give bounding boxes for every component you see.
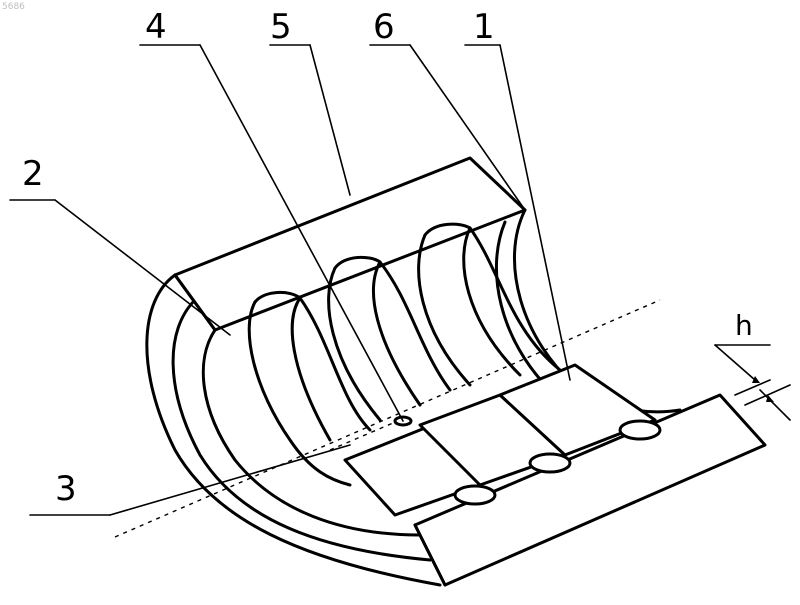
leader-5 — [310, 45, 350, 195]
label-6: 6 — [373, 7, 395, 47]
leader-3 — [110, 445, 350, 515]
pad-lobe-left — [455, 486, 495, 504]
dim-h-arrowline — [760, 390, 790, 420]
dim-h-arrow-bottom — [766, 395, 774, 402]
rib-left-outer — [255, 292, 330, 440]
dim-h-leader — [715, 345, 755, 380]
pad-lobe-middle — [530, 454, 570, 472]
dim-h-arrow-top — [752, 376, 760, 383]
rib-left-back — [300, 298, 370, 430]
rib-middle-back — [380, 262, 450, 390]
label-2: 2 — [22, 154, 44, 194]
label-1: 1 — [473, 7, 495, 47]
label-4: 4 — [145, 7, 167, 47]
rib-left-inner — [249, 302, 350, 485]
shell-middle-arc — [173, 300, 430, 560]
watermark: 5686 — [2, 2, 25, 12]
label-3: 3 — [55, 469, 77, 509]
label-h: h — [735, 309, 753, 342]
label-5: 5 — [270, 7, 292, 47]
pad-lobe-right — [620, 421, 660, 439]
rib-right-outer — [425, 224, 520, 375]
